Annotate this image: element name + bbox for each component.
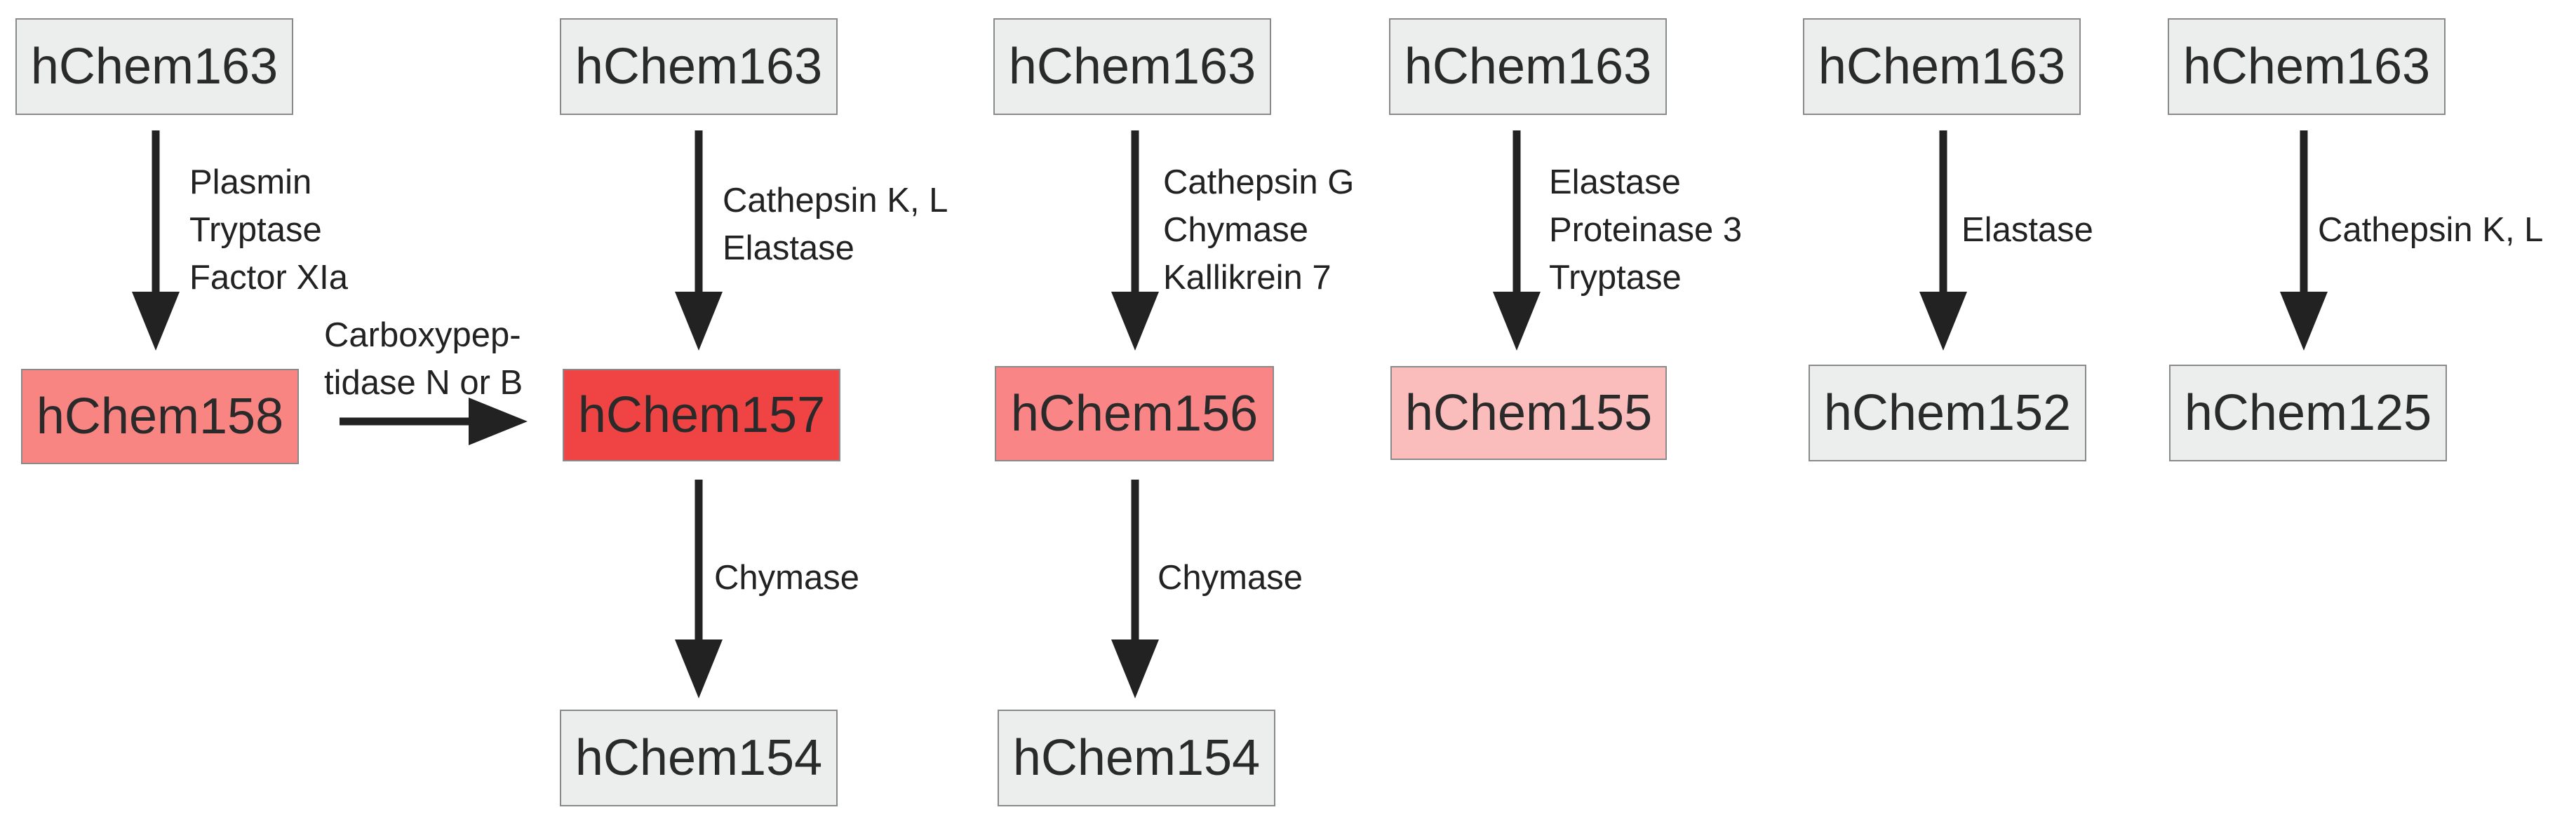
node-c1-top: hChem163 <box>15 18 293 115</box>
enzyme-name: Elastase <box>1549 163 1681 201</box>
enzyme-name: Chymase <box>1158 559 1303 597</box>
node-c2-mid: hChem157 <box>563 369 840 461</box>
arrow-c4-down <box>1493 130 1541 351</box>
enzyme-name: Cathepsin G <box>1163 163 1355 201</box>
arrow-head <box>1919 292 1967 351</box>
arrow-head <box>1493 292 1541 351</box>
arrow-head <box>1111 639 1159 698</box>
arrow-group <box>132 130 2328 698</box>
node-c4-mid: hChem155 <box>1390 366 1667 460</box>
enzyme-label-c3-down2: Chymase <box>1158 554 1303 602</box>
node-c3-bot: hChem154 <box>998 710 1275 806</box>
node-c5-top: hChem163 <box>1803 18 2081 115</box>
node-c1-mid: hChem158 <box>21 369 299 464</box>
enzyme-name: Kallikrein 7 <box>1163 259 1331 297</box>
enzyme-label-c2-down2: Chymase <box>714 554 859 602</box>
enzyme-name: Cathepsin K, L <box>723 182 948 219</box>
enzyme-name: Chymase <box>1163 211 1308 249</box>
node-c4-top: hChem163 <box>1389 18 1667 115</box>
node-c2-bot: hChem154 <box>560 710 838 806</box>
enzyme-label-c2-down: Cathepsin K, L Elastase <box>723 177 948 272</box>
arrow-c3-down <box>1111 130 1159 351</box>
arrow-c1-right <box>340 398 528 445</box>
enzyme-name: Cathepsin K, L <box>2318 211 2544 249</box>
node-c3-mid: hChem156 <box>995 366 1274 461</box>
node-c2-top: hChem163 <box>560 18 838 115</box>
enzyme-name: tidase N or B <box>324 364 523 402</box>
enzyme-label-c5-down: Elastase <box>1961 206 2093 254</box>
enzyme-name: Factor XIa <box>189 259 349 297</box>
arrow-c1-down <box>132 130 180 351</box>
node-c6-top: hChem163 <box>2168 18 2446 115</box>
arrow-head <box>675 292 723 351</box>
arrow-head <box>1111 292 1159 351</box>
arrow-head <box>132 292 180 351</box>
enzyme-label-c1-right: Carboxypep-tidase N or B <box>324 311 523 407</box>
arrow-c2-down2 <box>675 480 723 698</box>
node-c5-mid: hChem152 <box>1809 365 2086 461</box>
enzyme-name: Elastase <box>1961 211 2093 249</box>
enzyme-name: Chymase <box>714 559 859 597</box>
node-c6-mid: hChem125 <box>2169 365 2447 461</box>
enzyme-label-c6-down: Cathepsin K, L <box>2318 206 2543 254</box>
enzyme-name: Proteinase 3 <box>1549 211 1743 249</box>
enzyme-name: Tryptase <box>1549 259 1682 297</box>
arrow-c3-down2 <box>1111 480 1159 698</box>
node-c3-top: hChem163 <box>993 18 1271 115</box>
arrow-head <box>675 639 723 698</box>
enzyme-name: Elastase <box>723 229 854 267</box>
arrow-head <box>2280 292 2328 351</box>
arrow-c6-down <box>2280 130 2328 351</box>
arrow-c5-down <box>1919 130 1967 351</box>
arrow-c2-down <box>675 130 723 351</box>
enzyme-name: Plasmin <box>189 163 312 201</box>
enzyme-name: Carboxypep- <box>324 316 521 354</box>
arrow-head <box>469 398 528 445</box>
enzyme-name: Tryptase <box>189 211 322 249</box>
